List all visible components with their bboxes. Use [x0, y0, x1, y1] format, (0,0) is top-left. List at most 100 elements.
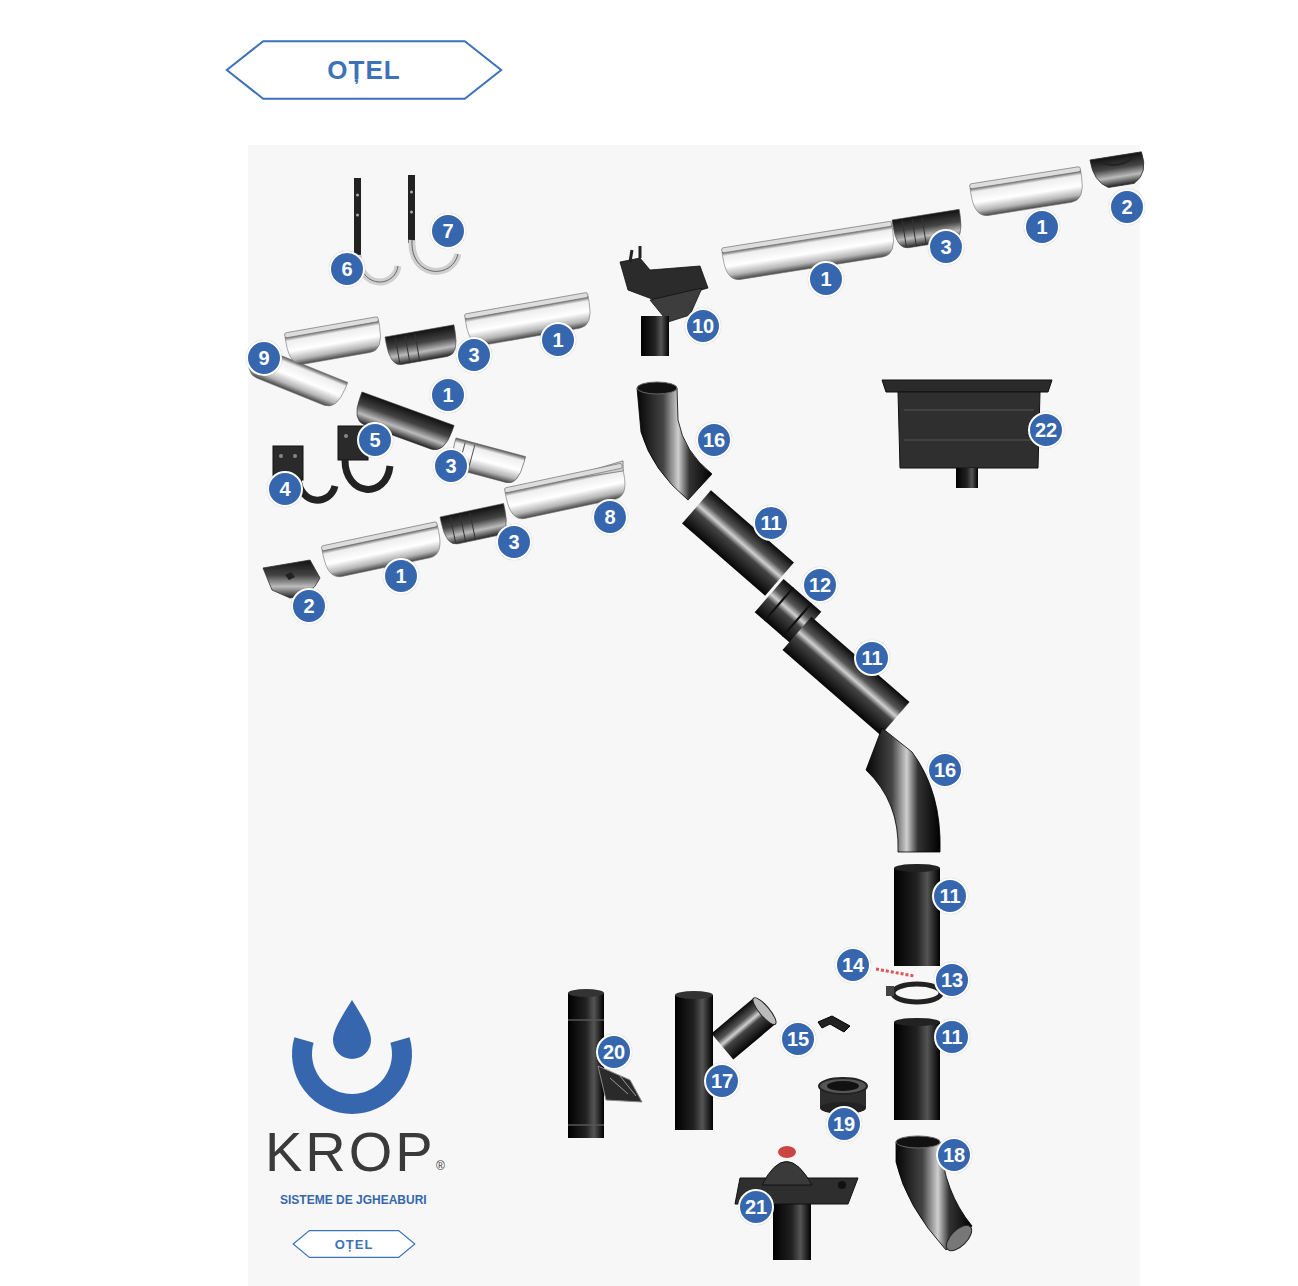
callout-number: 20	[596, 1034, 632, 1070]
callout-number: 3	[928, 229, 964, 265]
pipe-branch	[675, 991, 779, 1130]
callout-number: 2	[291, 588, 327, 624]
callout-number: 11	[932, 878, 968, 914]
hopper-box	[904, 410, 1034, 440]
downpipe	[783, 617, 910, 735]
pipe-elbow	[637, 382, 677, 394]
brand-name: KROP	[265, 1124, 436, 1180]
gutter-corner	[284, 317, 383, 367]
fascia-bracket	[293, 454, 297, 458]
brand-tagline: SISTEME DE JGHEABURI	[280, 1194, 427, 1206]
callout-number: 15	[780, 1021, 816, 1057]
banner-outline	[293, 1231, 415, 1258]
gutter-hook	[410, 191, 413, 194]
gutter-outlet	[630, 246, 640, 262]
gutter	[969, 167, 1080, 189]
gutter-connector	[395, 334, 420, 365]
rain-diverter	[568, 989, 604, 997]
callout-number: 1	[808, 261, 844, 297]
rubber-seal	[819, 1078, 867, 1094]
fascia-bracket	[344, 434, 348, 438]
title-banner: OȚEL	[224, 40, 504, 100]
callout-number: 3	[433, 448, 469, 484]
pipe-clip	[818, 1016, 850, 1032]
rain-diverter	[598, 1066, 642, 1102]
callout-number: 10	[685, 308, 721, 344]
callout-number: 12	[802, 567, 838, 603]
gutter-corner	[504, 463, 622, 493]
pipe-pin	[876, 969, 914, 976]
callout-number: 13	[934, 962, 970, 998]
end-cap	[1090, 152, 1147, 190]
pipe-branch	[750, 995, 780, 1027]
gutter	[321, 522, 437, 551]
brand-logo	[302, 1000, 402, 1104]
gutter-hook	[410, 211, 413, 214]
pipe-shoe	[942, 1221, 976, 1255]
title-banner: OȚEL	[292, 1230, 416, 1258]
pipe-clamp	[886, 984, 941, 1002]
callout-number: 6	[329, 251, 365, 287]
pipe-shoe	[896, 1136, 940, 1148]
callout-number: 16	[696, 422, 732, 458]
callout-number: 11	[753, 505, 789, 541]
street-gully	[735, 1146, 858, 1260]
street-gully	[762, 1162, 812, 1186]
pipe-pin	[876, 969, 914, 976]
downpipe	[783, 617, 910, 735]
gutter-connector	[385, 325, 459, 367]
hopper-box	[882, 380, 1052, 392]
gutter	[969, 167, 1085, 218]
hopper-box	[956, 468, 978, 488]
callout-number: 8	[592, 499, 628, 535]
downpipe	[682, 490, 794, 595]
gutter	[321, 522, 443, 580]
gutter-connector	[385, 325, 459, 367]
pipe-branch	[675, 991, 713, 999]
hopper-box	[882, 380, 1052, 488]
gutter-hook	[356, 194, 359, 197]
downpipe	[894, 868, 940, 966]
end-cap	[1101, 157, 1135, 167]
callout-number: 21	[738, 1189, 774, 1225]
callout-number: 1	[430, 377, 466, 413]
end-cap	[1090, 152, 1147, 190]
pipe-branch	[675, 995, 713, 1130]
banner-text: OȚEL	[335, 1238, 374, 1251]
gutter-connector	[450, 513, 475, 545]
callout-number: 2	[1109, 189, 1145, 225]
callout-number: 1	[1024, 209, 1060, 245]
gutter-hook	[356, 214, 359, 217]
hopper-box	[898, 392, 1040, 468]
rain-diverter	[568, 1020, 604, 1125]
callout-number: 19	[826, 1106, 862, 1142]
callout-number: 17	[704, 1063, 740, 1099]
fascia-bracket	[345, 460, 390, 489]
fascia-bracket	[298, 478, 335, 500]
gutter-hook	[408, 175, 415, 243]
pipe-clip	[818, 1016, 850, 1032]
banner-outline	[227, 41, 501, 99]
pipe-elbow	[866, 728, 940, 852]
callout-number: 18	[936, 1137, 972, 1173]
downpipe	[682, 490, 794, 595]
callout-number: 1	[540, 322, 576, 358]
brand-logo	[333, 1000, 371, 1059]
downpipe	[894, 864, 940, 872]
banner-text: OȚEL	[327, 57, 400, 83]
rain-diverter	[568, 989, 642, 1138]
pipe-clamp	[893, 984, 941, 1002]
callout-number: 3	[456, 337, 492, 373]
callout-number: 14	[835, 947, 871, 983]
callout-number: 11	[854, 640, 890, 676]
rain-diverter	[610, 1076, 636, 1096]
street-gully	[838, 1181, 846, 1189]
callout-number: 1	[383, 558, 419, 594]
pipe-clamp	[886, 986, 894, 996]
fascia-bracket	[279, 454, 283, 458]
gutter-outlet	[641, 316, 669, 356]
gutter-corner	[284, 317, 378, 338]
callout-number: 4	[267, 471, 303, 507]
callout-number: 11	[934, 1019, 970, 1055]
